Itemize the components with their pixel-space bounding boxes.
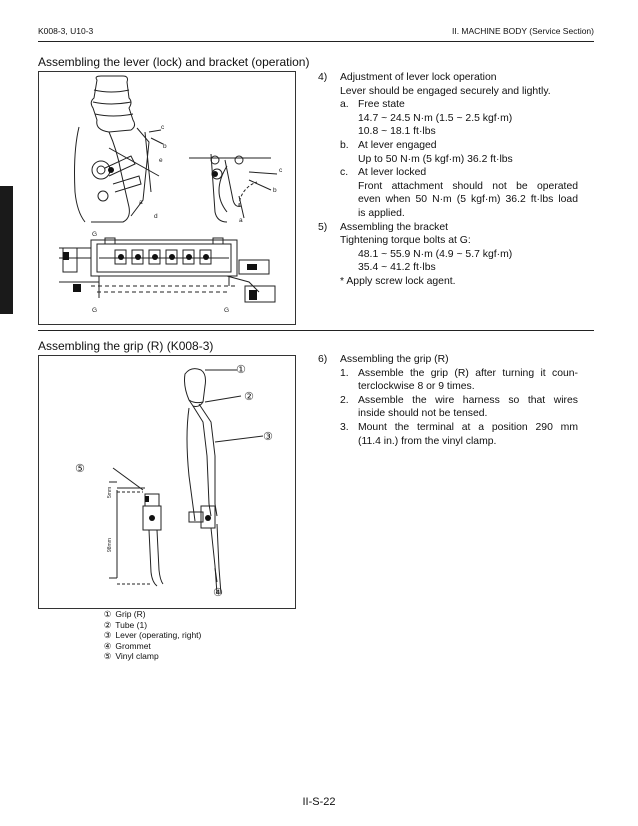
caption-3-text: Lever (operating, right) bbox=[115, 630, 202, 641]
section1-title: Assembling the lever (lock) and bracket … bbox=[38, 55, 310, 69]
step6-item2-line1: Assemble the wire harness so that wires bbox=[358, 394, 578, 406]
caption-4-text: Grommet bbox=[115, 640, 151, 651]
caption-3: ③ Lever (operating, right) bbox=[102, 630, 202, 641]
step4a-label: a. bbox=[340, 99, 349, 111]
lever-lock-bracket-drawing: c b a c b a e d G G G bbox=[59, 75, 283, 314]
step5-note: * Apply screw lock agent. bbox=[340, 276, 456, 287]
caption-1: ① Grip (R) bbox=[102, 609, 146, 620]
step4c-label: c. bbox=[340, 167, 349, 179]
step4c-title: At lever locked bbox=[358, 167, 427, 179]
chapter-tab-marker bbox=[0, 186, 13, 314]
header-rule bbox=[38, 41, 594, 42]
step4c-line3: is applied. bbox=[358, 208, 405, 219]
step4-number: 4) bbox=[318, 72, 328, 83]
fig-label-c: c bbox=[161, 124, 165, 131]
section2-title: Assembling the grip (R) (K008-3) bbox=[38, 339, 214, 353]
fig-label-c2: c bbox=[279, 167, 283, 174]
fig-label-b: b bbox=[163, 143, 167, 150]
step6-item1-num: 1. bbox=[340, 367, 349, 379]
step4a-value1: 14.7 ~ 24.5 N·m (1.5 ~ 2.5 kgf·m) bbox=[358, 112, 513, 124]
step5-value1: 48.1 ~ 55.9 N·m (4.9 ~ 5.7 kgf·m) bbox=[358, 248, 513, 260]
fig-marker-5: ⑤ bbox=[75, 462, 85, 475]
step5-line2: Tightening torque bolts at G: bbox=[340, 235, 471, 247]
caption-2-text: Tube (1) bbox=[115, 619, 148, 630]
caption-4: ④ Grommet bbox=[102, 641, 151, 652]
fig-label-g2: G bbox=[92, 307, 97, 314]
caption-1-num: ① bbox=[103, 609, 112, 619]
step4c-line1: Front attachment should not be operated bbox=[358, 180, 578, 192]
step4b-label: b. bbox=[340, 140, 349, 151]
fig-label-d: d bbox=[154, 213, 158, 220]
step4b-value: Up to 50 N·m (5 kgf·m) 36.2 ft·lbs bbox=[358, 153, 513, 165]
dim-label-98mm: 98mm bbox=[107, 538, 113, 552]
step4a-value2: 10.8 ~ 18.1 ft·lbs bbox=[358, 126, 436, 138]
step6-item3-num: 3. bbox=[340, 422, 349, 433]
step4b-title: At lever engaged bbox=[358, 140, 437, 151]
caption-2: ② Tube (1) bbox=[102, 620, 147, 631]
fig-label-a2: a bbox=[239, 217, 243, 224]
step5-value2: 35.4 ~ 41.2 ft·lbs bbox=[358, 262, 436, 274]
fig-label-a: a bbox=[139, 199, 143, 206]
step6-item2-num: 2. bbox=[340, 394, 349, 406]
section-divider bbox=[38, 330, 594, 331]
caption-5-num: ⑤ bbox=[103, 651, 112, 662]
lever-lock-bracket-figure: c b a c b a e d G G G bbox=[38, 71, 296, 325]
grip-assembly-figure: ① ② ③ ④ ⑤ 5mm 98mm bbox=[38, 355, 296, 609]
page-number: II-S-22 bbox=[302, 796, 336, 808]
dim-label-5mm: 5mm bbox=[107, 487, 113, 498]
grip-assembly-drawing: ① ② ③ ④ ⑤ 5mm 98mm bbox=[75, 363, 273, 599]
fig-label-e: e bbox=[159, 157, 163, 164]
fig-marker-3: ③ bbox=[263, 430, 273, 443]
step6-item1-line2: terclockwise 8 or 9 times. bbox=[358, 381, 475, 393]
fig-marker-1: ① bbox=[236, 363, 246, 376]
caption-5-text: Vinyl clamp bbox=[115, 651, 159, 662]
step4c-line2: even when 50 N·m (5 kgf·m) 36.2 ft·lbs l… bbox=[358, 194, 578, 206]
fig-marker-4: ④ bbox=[213, 586, 223, 599]
caption-1-text: Grip (R) bbox=[115, 609, 146, 619]
header-doc-id: K008-3, U10-3 bbox=[38, 26, 94, 36]
step5-title: Assembling the bracket bbox=[340, 221, 449, 233]
step6-title: Assembling the grip (R) bbox=[340, 354, 449, 365]
fig-label-g1: G bbox=[92, 231, 97, 238]
caption-2-num: ② bbox=[103, 619, 112, 630]
step6-item1-line1: Assemble the grip (R) after turning it c… bbox=[358, 367, 578, 379]
header-section: II. MACHINE BODY (Service Section) bbox=[451, 26, 594, 36]
step6-number: 6) bbox=[318, 354, 328, 365]
caption-3-num: ③ bbox=[103, 630, 112, 641]
step6-item3-line2: (11.4 in.) from the vinyl clamp. bbox=[358, 435, 497, 447]
step5-number: 5) bbox=[318, 221, 328, 233]
fig-label-b2: b bbox=[273, 187, 277, 194]
caption-5: ⑤ Vinyl clamp bbox=[102, 651, 159, 662]
step4-line2: Lever should be engaged securely and lig… bbox=[340, 85, 551, 97]
caption-4-num: ④ bbox=[103, 640, 112, 651]
step4-title: Adjustment of lever lock operation bbox=[340, 72, 497, 83]
fig-label-g3: G bbox=[224, 307, 229, 314]
step6-item3-line1: Mount the terminal at a position 290 mm bbox=[358, 422, 578, 433]
fig-marker-2: ② bbox=[244, 390, 254, 403]
step4a-title: Free state bbox=[358, 99, 405, 111]
step6-item2-line2: inside should not be tensed. bbox=[358, 408, 488, 420]
